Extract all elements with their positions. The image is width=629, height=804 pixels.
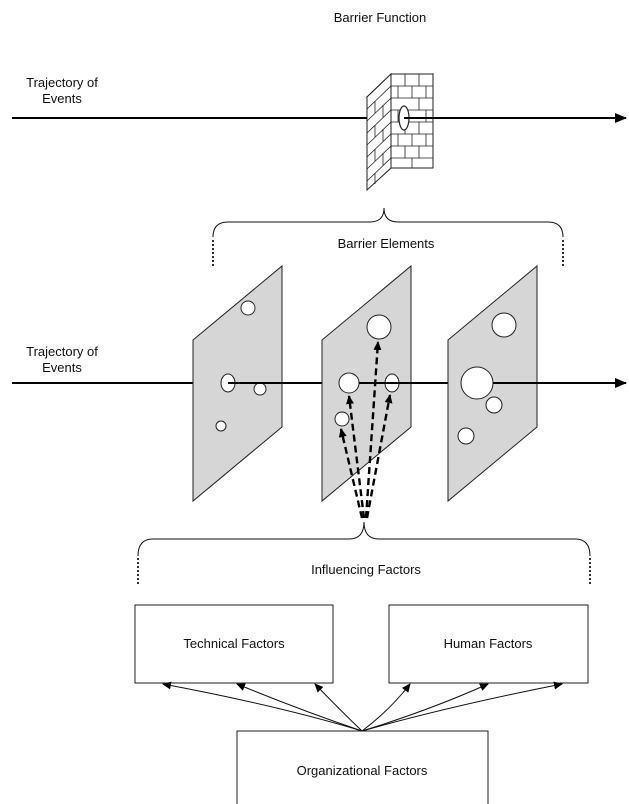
barrier-function-label: Barrier Function (334, 10, 426, 25)
plate-3-hole (491, 312, 517, 338)
brick-wall-icon (365, 72, 435, 192)
plate-2-hole (338, 372, 360, 394)
organizational-factors-label: Organizational Factors (297, 763, 428, 778)
barrier-elements-label: Barrier Elements (338, 236, 435, 251)
organizational-influence-arrows (162, 681, 563, 732)
plate-1-hole (240, 300, 256, 316)
plate-2-hole (366, 314, 392, 340)
plate-3-hole (485, 396, 503, 414)
influence-dashed-arrows (338, 341, 393, 519)
barrier-plate-3 (447, 264, 538, 503)
trajectory-middle-label-line2: Events (42, 360, 82, 375)
technical-factors-box: Technical Factors (134, 604, 334, 684)
trajectory-top-label-line1: Trajectory of (26, 75, 98, 90)
human-factors-label: Human Factors (444, 636, 533, 651)
plate-3-hole (460, 366, 494, 400)
plate-1-hole (253, 382, 267, 396)
influencing-factors-label: Influencing Factors (311, 562, 421, 577)
plate-3-hole (457, 427, 475, 445)
trajectory-middle-label-line1: Trajectory of (26, 344, 98, 359)
plate-1-hole (215, 420, 227, 432)
human-factors-box: Human Factors (388, 604, 589, 684)
trajectory-top-label-line2: Events (42, 91, 82, 106)
technical-factors-label: Technical Factors (183, 636, 285, 651)
organizational-factors-box: Organizational Factors (236, 730, 489, 804)
barrier-elements-brace (212, 207, 564, 268)
influencing-factors-brace (137, 521, 591, 586)
plate-2-hole (334, 411, 350, 427)
